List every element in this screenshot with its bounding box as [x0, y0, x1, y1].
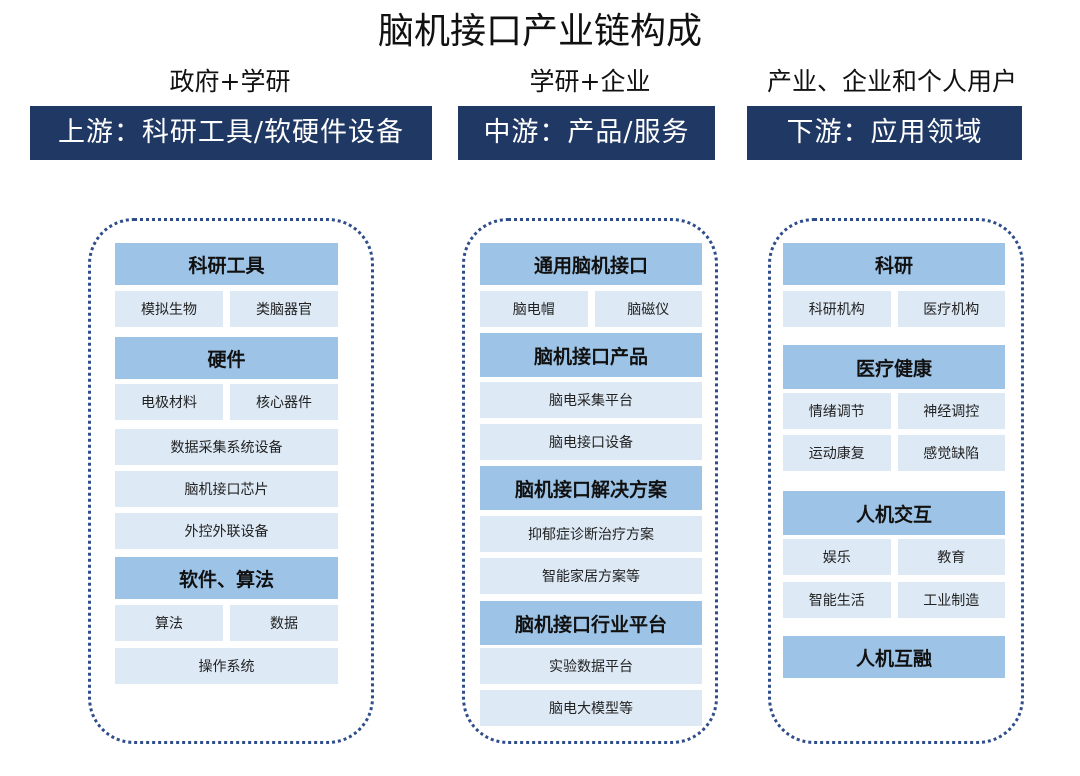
downstream-item-box: 工业制造	[897, 582, 1005, 618]
midstream-item-box: 抑郁症诊断治疗方案	[480, 516, 702, 552]
downstream-item-box: 娱乐	[783, 539, 891, 575]
upstream-item-box: 电极材料	[115, 384, 223, 420]
downstream-category-header: 医疗健康	[783, 345, 1005, 389]
midstream-actor-label: 学研+企业	[529, 67, 651, 96]
midstream-item-box: 智能家居方案等	[480, 558, 702, 594]
upstream-item-box: 类脑器官	[230, 291, 338, 327]
midstream-category-header: 脑机接口行业平台	[480, 601, 702, 645]
downstream-item-box: 科研机构	[783, 291, 891, 327]
downstream-item-box: 智能生活	[783, 582, 891, 618]
downstream-item-box: 教育	[897, 539, 1005, 575]
upstream-item-box: 外控外联设备	[115, 513, 338, 549]
upstream-item-box: 数据	[230, 605, 338, 641]
downstream-item-box: 情绪调节	[783, 393, 891, 429]
upstream-category-header: 软件、算法	[115, 557, 338, 599]
midstream-item-box: 脑电帽	[480, 291, 588, 327]
downstream-panel	[768, 218, 1024, 744]
upstream-item-box: 数据采集系统设备	[115, 429, 338, 465]
downstream-category-header: 人机交互	[783, 491, 1005, 535]
upstream-panel	[88, 218, 374, 744]
midstream-category-header: 脑机接口产品	[480, 333, 702, 377]
downstream-category-header: 科研	[783, 243, 1005, 285]
downstream-item-box: 医疗机构	[897, 291, 1005, 327]
upstream-banner: 上游：科研工具/软硬件设备	[30, 106, 432, 160]
midstream-item-box: 实验数据平台	[480, 648, 702, 684]
diagram-title: 脑机接口产业链构成	[377, 11, 702, 52]
downstream-category-header: 人机互融	[783, 636, 1005, 678]
upstream-actor-label: 政府+学研	[169, 67, 291, 96]
midstream-item-box: 脑电大模型等	[480, 690, 702, 726]
upstream-item-box: 模拟生物	[115, 291, 223, 327]
midstream-banner: 中游：产品/服务	[458, 106, 715, 160]
midstream-category-header: 通用脑机接口	[480, 243, 702, 285]
upstream-item-box: 脑机接口芯片	[115, 471, 338, 507]
midstream-panel	[462, 218, 718, 744]
upstream-item-box: 算法	[115, 605, 223, 641]
downstream-item-box: 神经调控	[897, 393, 1005, 429]
midstream-item-box: 脑电采集平台	[480, 382, 702, 418]
midstream-category-header: 脑机接口解决方案	[480, 466, 702, 510]
downstream-actor-label: 产业、企业和个人用户	[766, 67, 1017, 96]
downstream-item-box: 感觉缺陷	[897, 435, 1005, 471]
upstream-item-box: 核心器件	[230, 384, 338, 420]
upstream-category-header: 科研工具	[115, 243, 338, 285]
upstream-item-box: 操作系统	[115, 648, 338, 684]
midstream-item-box: 脑电接口设备	[480, 424, 702, 460]
midstream-item-box: 脑磁仪	[594, 291, 702, 327]
downstream-banner: 下游：应用领域	[747, 106, 1022, 160]
upstream-category-header: 硬件	[115, 337, 338, 379]
downstream-item-box: 运动康复	[783, 435, 891, 471]
